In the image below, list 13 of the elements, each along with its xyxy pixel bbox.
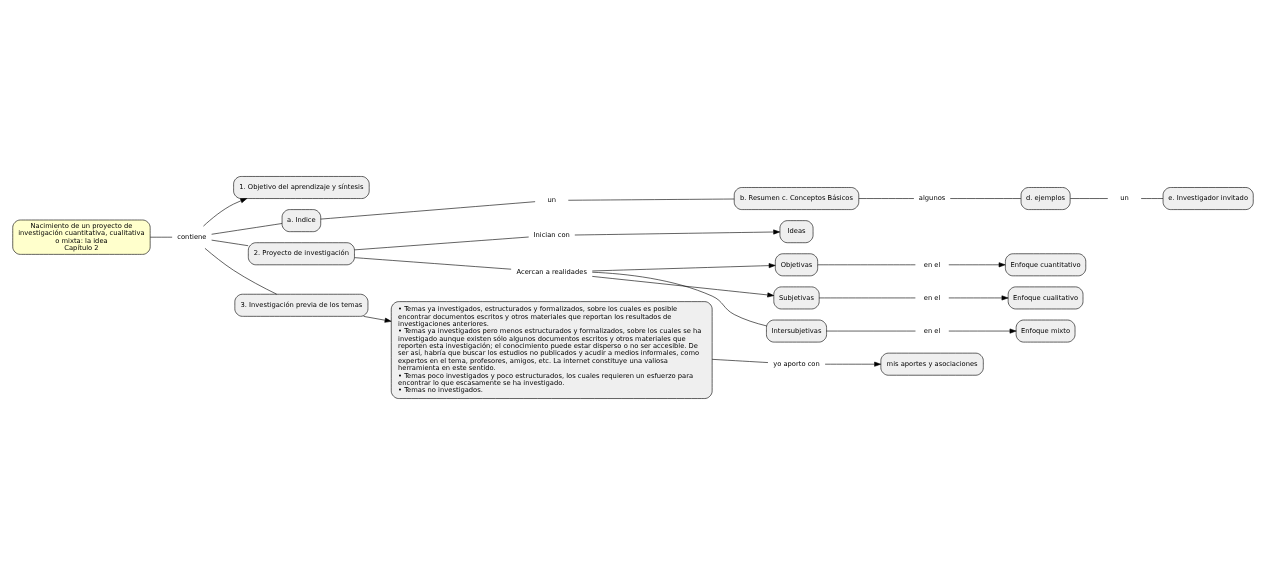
arrow bbox=[948, 328, 1017, 333]
connector bbox=[858, 197, 915, 199]
arrow bbox=[948, 261, 1006, 267]
arrow bbox=[363, 315, 392, 323]
arrow bbox=[591, 262, 776, 271]
connector bbox=[211, 222, 283, 235]
connector bbox=[591, 271, 767, 326]
connector bbox=[1140, 197, 1164, 199]
arrow bbox=[824, 361, 881, 367]
arrow bbox=[591, 275, 775, 297]
arrow bbox=[948, 294, 1009, 300]
arrow bbox=[574, 229, 781, 235]
arrow bbox=[203, 197, 248, 226]
